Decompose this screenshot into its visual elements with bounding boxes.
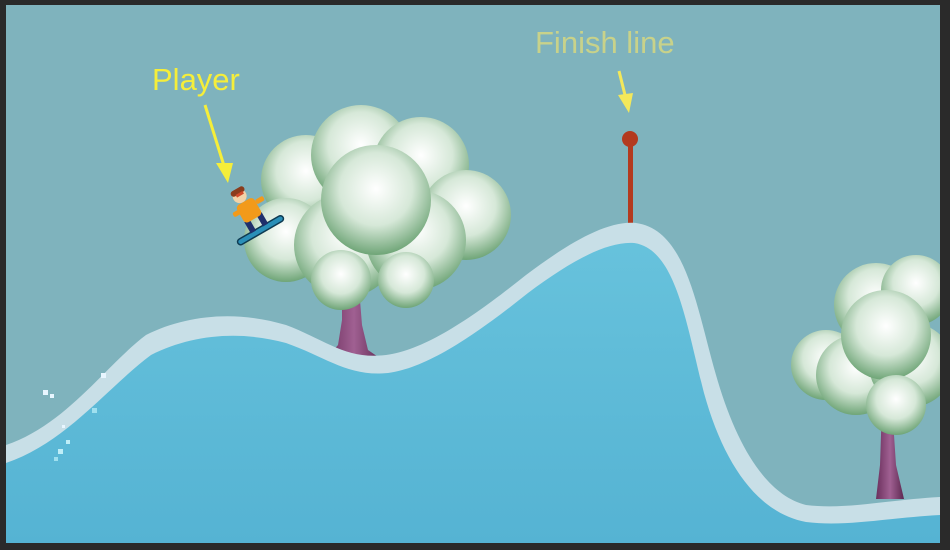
snow-particles bbox=[43, 373, 106, 461]
scene-canvas bbox=[6, 5, 940, 543]
finish-line-label: Finish line bbox=[535, 25, 675, 60]
player-arrow bbox=[203, 104, 233, 183]
finish-arrow bbox=[617, 70, 633, 113]
tree-foliage bbox=[244, 105, 511, 310]
ski-slope bbox=[6, 242, 940, 543]
snowboarder-icon[interactable] bbox=[214, 176, 285, 246]
game-scene[interactable] bbox=[6, 5, 940, 543]
tree-foliage-right bbox=[791, 255, 940, 435]
finish-flag-icon bbox=[622, 131, 638, 231]
tree-middle bbox=[244, 105, 511, 361]
tree-trunk bbox=[324, 275, 384, 361]
player-label: Player bbox=[152, 62, 240, 97]
tree-right bbox=[791, 255, 940, 499]
